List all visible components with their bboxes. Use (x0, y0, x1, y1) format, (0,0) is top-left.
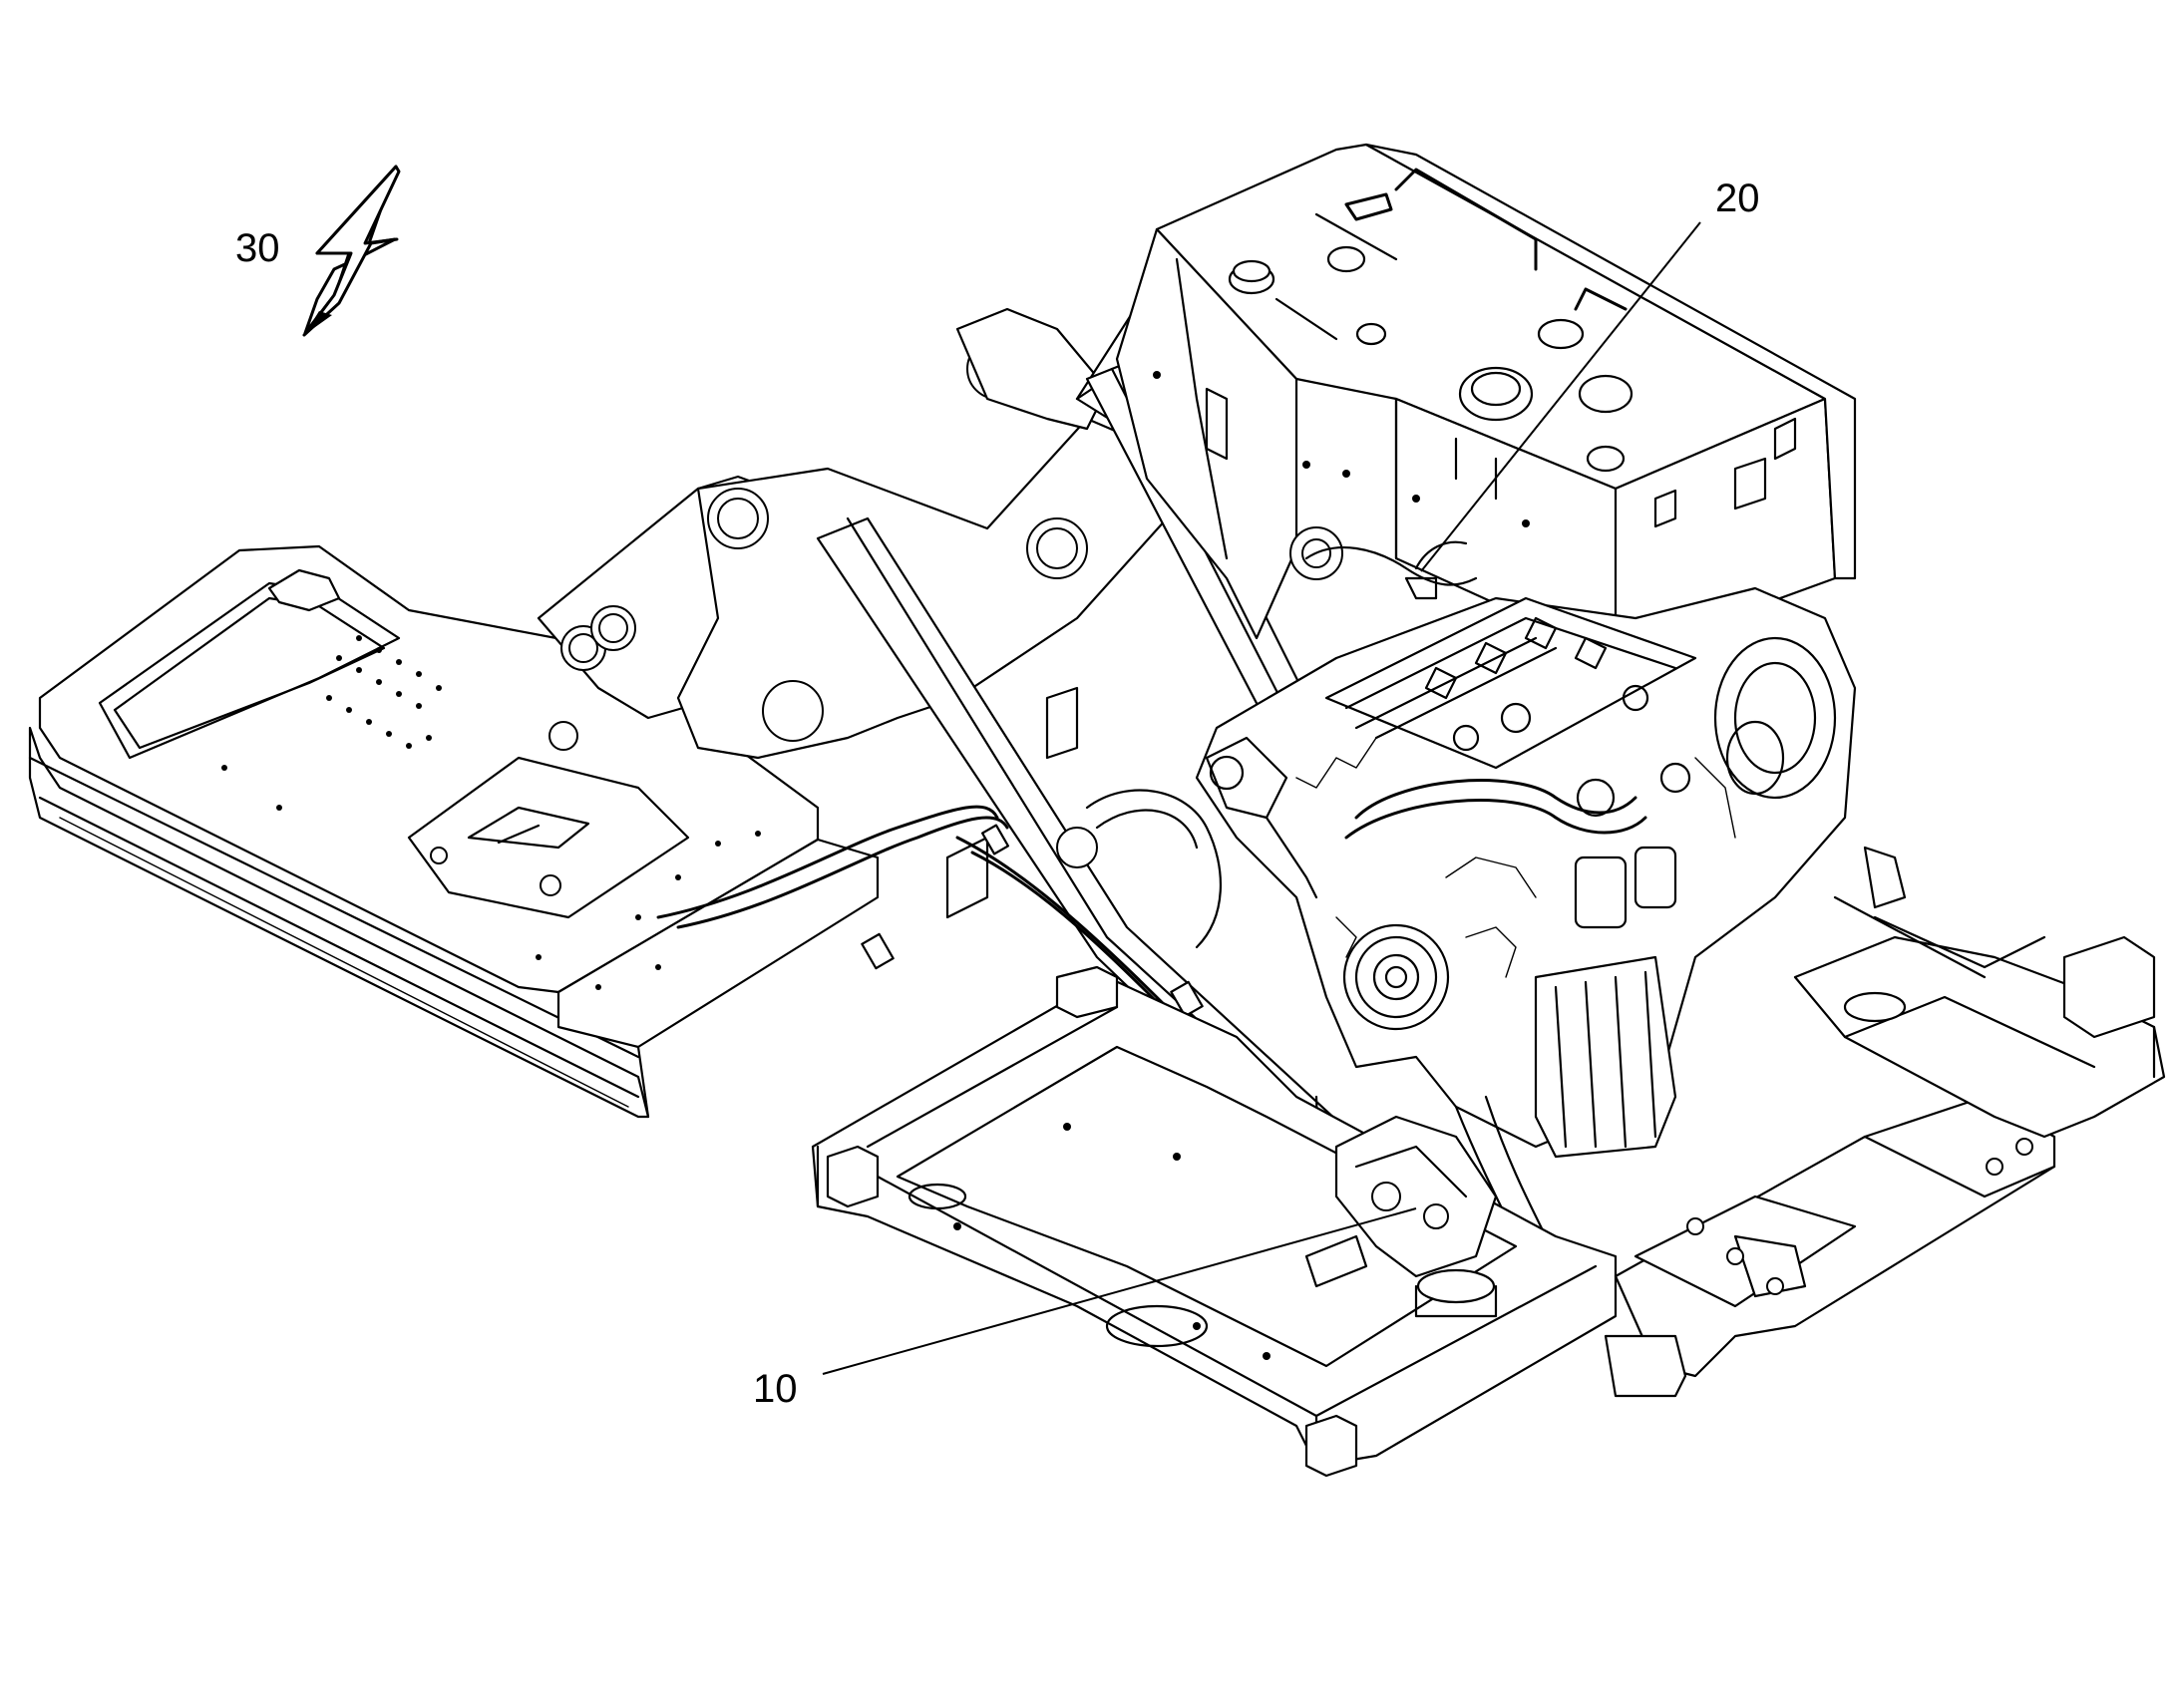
cab-floor-plate (28, 544, 880, 1119)
chassis-frame (811, 789, 2166, 1478)
lightning-arrow-icon (302, 165, 401, 337)
component-10 (1304, 1115, 1498, 1318)
engine-assembly (1195, 586, 1857, 1159)
callout-label-30: 30 (235, 226, 280, 270)
callout-label-20: 20 (1715, 176, 1760, 220)
tank-block (1115, 143, 1857, 660)
leader-line-10 (822, 1207, 1417, 1375)
leader-line-20 (1420, 221, 1701, 572)
callout-label-10: 10 (753, 1367, 798, 1411)
